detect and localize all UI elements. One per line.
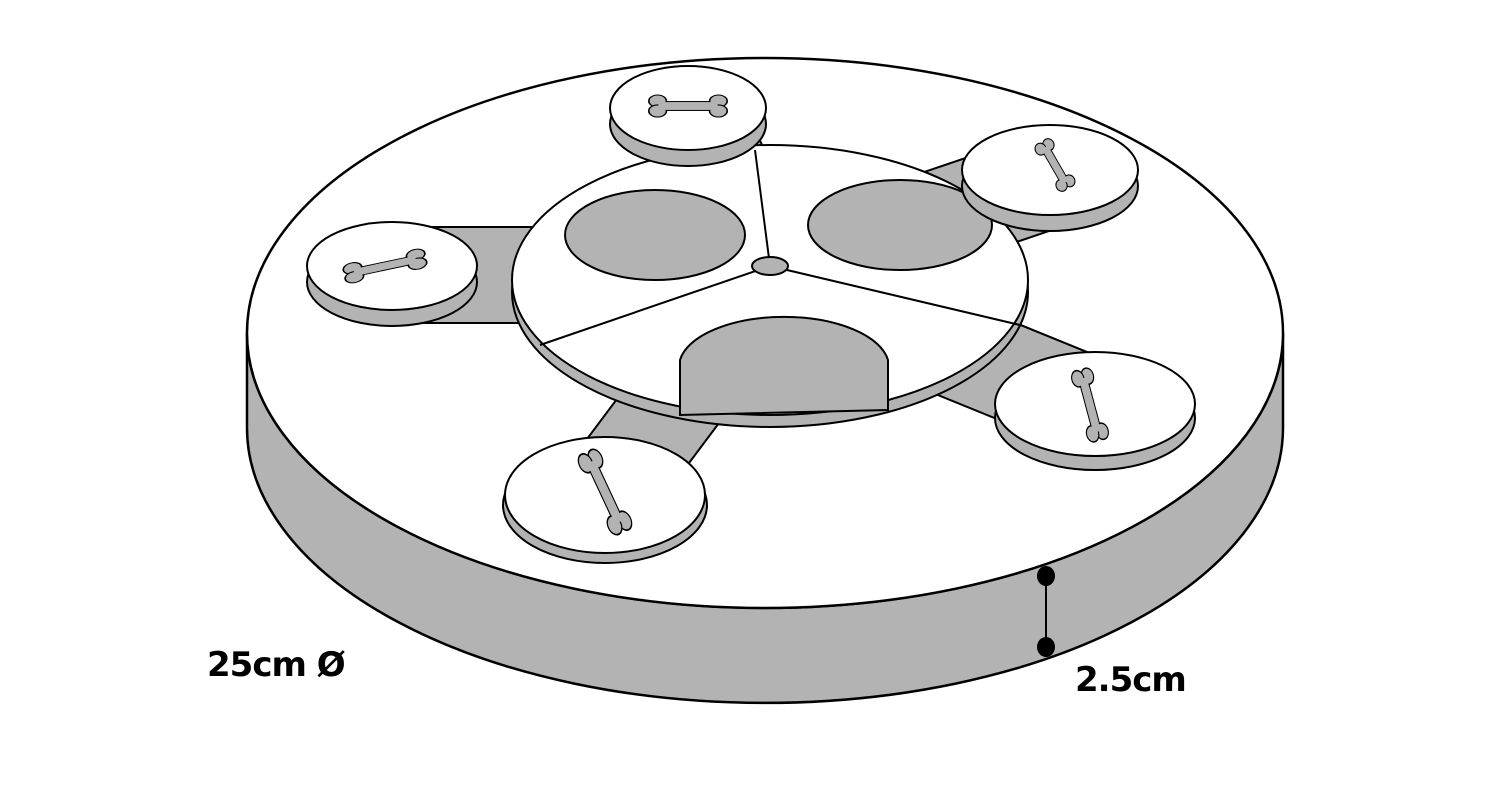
diameter-label: 25cm Ø: [207, 645, 346, 685]
bone-disc: [502, 436, 708, 564]
bone-disc: [961, 124, 1139, 232]
bone-disc: [994, 351, 1196, 471]
bone-disc: [306, 221, 478, 327]
central-hub: [511, 144, 1029, 428]
height-label: 2.5cm: [1075, 660, 1187, 700]
bone-disc: [609, 65, 767, 167]
height-dimension-marker: [1037, 566, 1055, 657]
